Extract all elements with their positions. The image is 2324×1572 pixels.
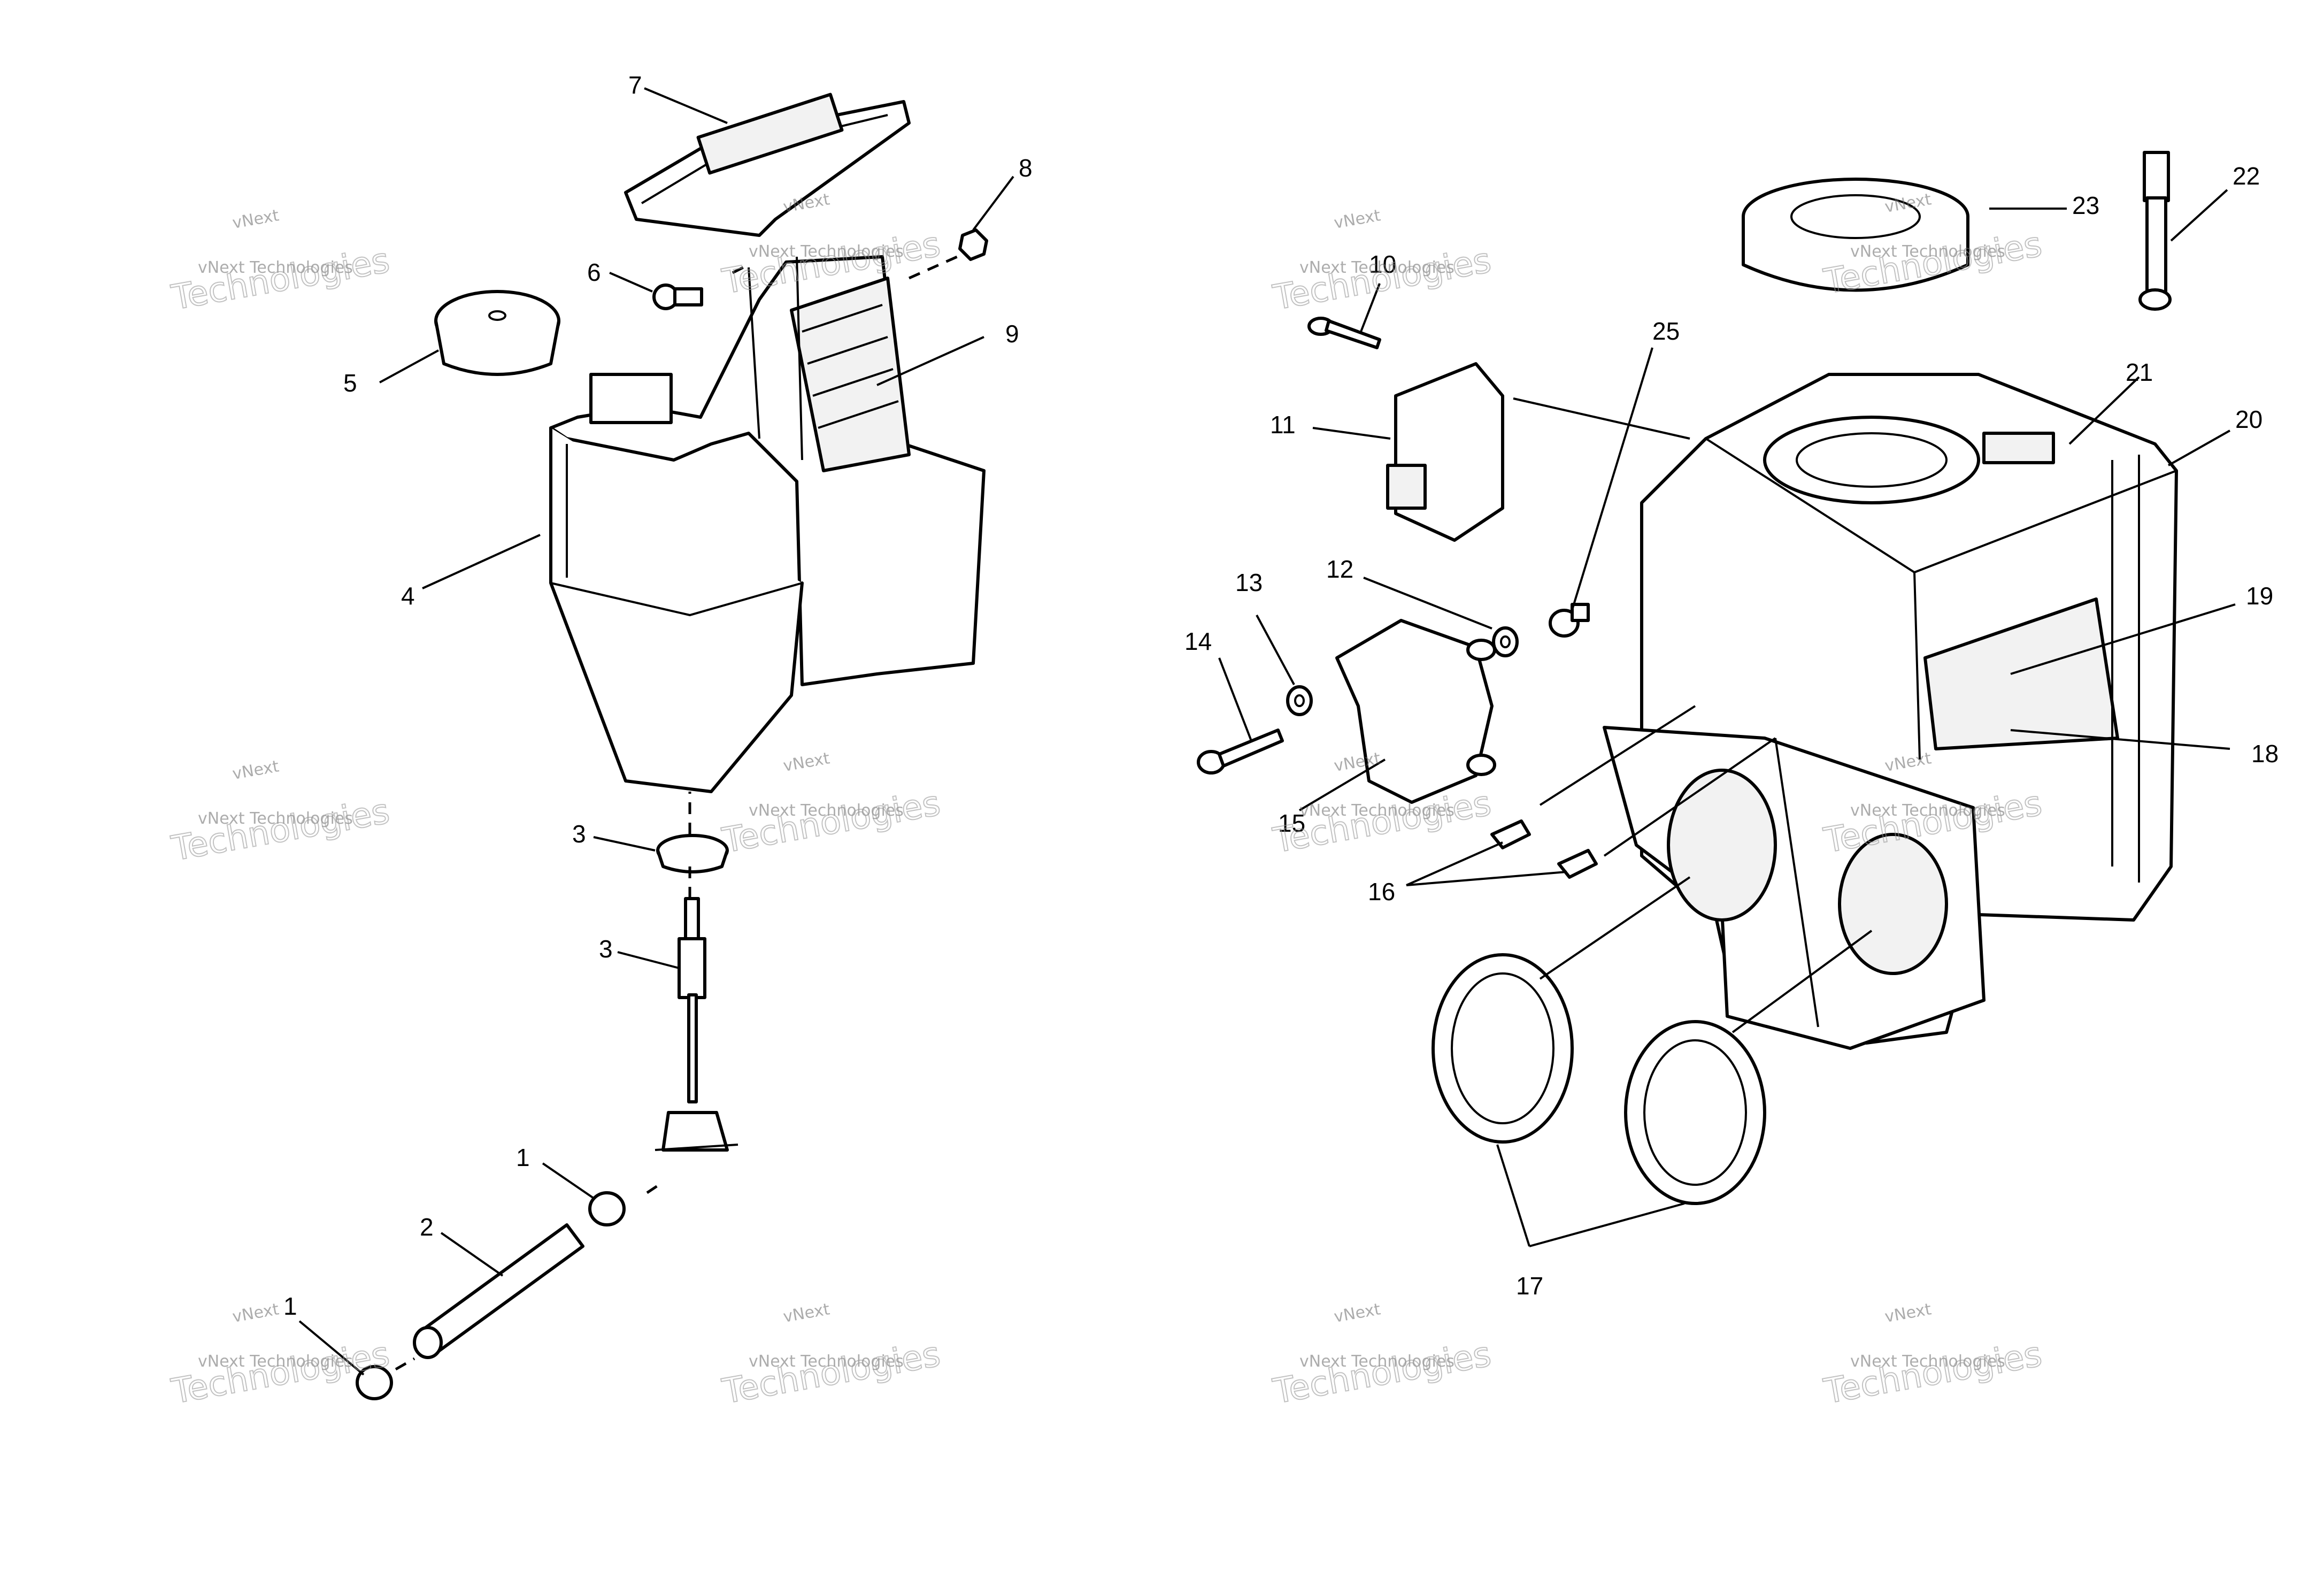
svg-text:vNext: vNext: [1333, 1300, 1382, 1326]
ignition-coil-part-16: [1335, 619, 1496, 804]
svg-text:vNext: vNext: [1333, 206, 1382, 233]
hose-clamp-part-1-lower: [356, 1365, 393, 1400]
svg-text:vNext Technologies: vNext Technologies: [1299, 258, 1455, 277]
intake-boot-part-18-right: [1624, 1020, 1766, 1205]
watermark-6: vNext vNext Technologies Technologies: [719, 749, 944, 861]
svg-text:Technologies: Technologies: [168, 1335, 393, 1412]
callout-9: 8: [1019, 154, 1033, 182]
svg-text:vNext: vNext: [231, 757, 281, 784]
intake-boot-part-18-left: [1432, 953, 1574, 1144]
svg-text:vNext Technologies: vNext Technologies: [198, 258, 353, 277]
grommet-part-4: [656, 834, 729, 873]
rivet-part-25: [1549, 603, 1590, 638]
callout-10: 9: [1005, 320, 1019, 348]
bolt-part-11: [1307, 317, 1381, 349]
callout-leaders: [298, 87, 2236, 1376]
watermark-10: vNext vNext Technologies Technologies: [719, 1300, 944, 1412]
screw-part-7: [652, 283, 703, 310]
tank-cover-part-8: [624, 93, 911, 237]
hose-part-2: [413, 1223, 584, 1359]
callout-25: 25: [1652, 317, 1680, 345]
callout-15: 14: [1184, 627, 1212, 655]
callout-12: 11: [1270, 411, 1296, 439]
callout-23: 22: [2233, 162, 2260, 190]
svg-text:vNext Technologies: vNext Technologies: [1299, 801, 1455, 820]
watermark-12: vNext vNext Technologies Technologies: [1820, 1300, 2045, 1412]
svg-text:vNext: vNext: [231, 1300, 281, 1326]
svg-text:Technologies: Technologies: [168, 241, 393, 318]
callout-6: 5: [343, 369, 357, 397]
callout-3: 3: [599, 935, 613, 963]
assembly-lines: [395, 255, 1873, 1371]
watermark-3: vNext vNext Technologies Technologies: [1269, 206, 1495, 318]
washer-part-14: [1286, 685, 1313, 716]
callout-11: 10: [1369, 250, 1396, 278]
svg-text:vNext Technologies: vNext Technologies: [198, 809, 353, 828]
callout-4: 3: [572, 820, 586, 848]
svg-text:vNext Technologies: vNext Technologies: [1850, 242, 2005, 261]
svg-text:Technologies: Technologies: [1270, 784, 1494, 861]
callout-7: 6: [587, 258, 601, 286]
svg-text:Technologies: Technologies: [168, 792, 393, 869]
svg-text:vNext Technologies: vNext Technologies: [198, 1352, 353, 1371]
svg-text:vNext Technologies: vNext Technologies: [1299, 1352, 1455, 1371]
svg-text:vNext Technologies: vNext Technologies: [749, 1352, 904, 1371]
callout-1-upper: 1: [516, 1144, 530, 1171]
pickup-line-part-3: [655, 897, 738, 1152]
washer-part-13: [1492, 626, 1519, 657]
bolt-part-15: [1197, 729, 1284, 775]
callout-5: 4: [401, 582, 415, 610]
svg-text:vNext Technologies: vNext Technologies: [1850, 1352, 2005, 1371]
svg-text:Technologies: Technologies: [719, 1335, 943, 1412]
callout-2: 2: [420, 1213, 434, 1241]
watermark-11: vNext vNext Technologies Technologies: [1269, 1300, 1495, 1412]
callout-19: 18: [2251, 740, 2279, 768]
svg-text:vNext Technologies: vNext Technologies: [1850, 801, 2005, 820]
svg-text:vNext: vNext: [1883, 1300, 1933, 1326]
filler-cap-part-6: [434, 290, 560, 376]
svg-text:Technologies: Technologies: [1821, 1335, 2045, 1412]
watermark-9: vNext vNext Technologies Technologies: [168, 1300, 393, 1412]
callout-16: 15: [1278, 809, 1305, 837]
callout-20: 19: [2246, 582, 2273, 610]
oil-tank-part-5: [549, 255, 986, 793]
strap-part-23: [2138, 151, 2172, 311]
baffle-plate-part-19-20: [1603, 726, 1986, 1050]
callout-13: 12: [1326, 555, 1353, 583]
cdi-box-part-12: [1386, 362, 1504, 542]
callout-14: 13: [1235, 569, 1263, 596]
svg-text:vNext: vNext: [231, 206, 281, 233]
callout-17: 16: [1368, 878, 1395, 906]
callout-18: 17: [1516, 1272, 1543, 1300]
svg-text:Technologies: Technologies: [719, 784, 943, 861]
svg-text:Technologies: Technologies: [1270, 1335, 1494, 1412]
callout-labels: 7 8 6 9 5 4 3 3 1 2 1 10 25 11 12 13 14 …: [283, 71, 2279, 1320]
watermark-5: vNext vNext Technologies Technologies: [168, 757, 393, 869]
hose-clamp-part-1-upper: [588, 1191, 626, 1226]
callout-1-lower: 1: [283, 1292, 297, 1320]
fittings-part-17: [1490, 819, 1598, 879]
callout-8: 7: [628, 71, 642, 99]
svg-text:vNext Technologies: vNext Technologies: [749, 242, 904, 261]
nut-part-9: [958, 228, 988, 261]
svg-text:vNext Technologies: vNext Technologies: [749, 801, 904, 820]
watermark-1: vNext vNext Technologies Technologies: [168, 206, 393, 318]
callout-22: 21: [2126, 358, 2153, 386]
callout-21: 20: [2235, 405, 2263, 433]
svg-text:vNext: vNext: [782, 1300, 832, 1326]
callout-24: 23: [2072, 191, 2099, 219]
svg-text:vNext: vNext: [782, 749, 832, 776]
foam-ring-part-24: [1742, 178, 1969, 292]
